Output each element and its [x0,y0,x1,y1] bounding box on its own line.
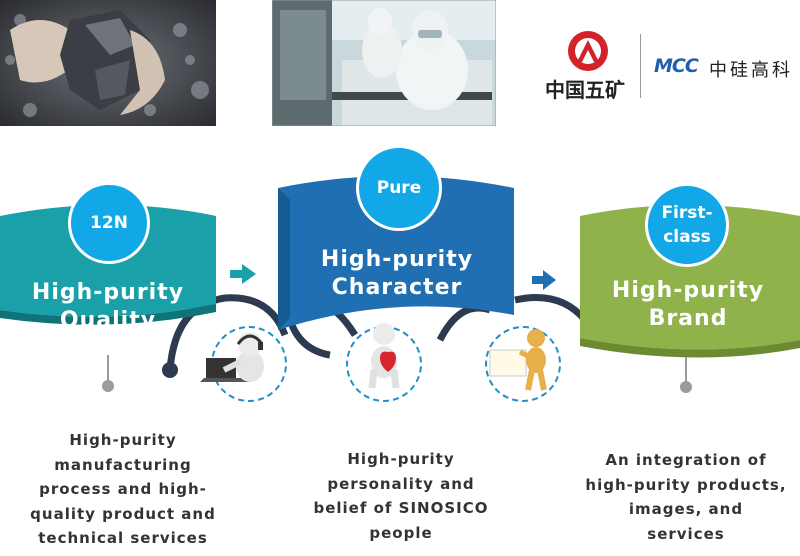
quality-title-line2: Quality [59,308,157,333]
quality-desc-line: quality product and [30,504,216,523]
badge-pure: Pure [356,145,442,231]
character-banner [278,176,514,330]
minmetals-name: 中国五矿 [545,78,625,102]
logo-divider [640,34,641,98]
arrow-right-icon [230,264,256,284]
brand-title-line1: High-purity [611,278,765,303]
quality-pin [102,380,114,392]
badge-first-class-line2: class [663,227,711,247]
quality-desc-line: technical services [38,529,208,547]
brand-desc-line: images, and [628,500,744,518]
arrow-right-icon [532,270,556,290]
brand-pin [680,381,692,393]
brand-desc-line: An integration of [605,451,767,469]
brand-title: High-purity Brand [590,277,786,333]
badge-first-class: First- class [645,183,729,267]
character-title: High-purity Character [292,246,502,302]
character-desc-line: personality and [327,474,475,493]
quality-title-line1: High-purity [31,280,185,305]
quality-title: High-purity Quality [10,279,206,335]
brand-title-line2: Brand [648,306,728,331]
mcc-logo: MCC 中硅高科 [654,55,800,81]
minmetals-emblem [568,31,608,71]
character-title-line2: Character [331,275,463,300]
mcc-name: 中硅高科 [709,60,793,81]
character-desc-line: High-purity [347,450,455,468]
badge-first-class-line1: First- [661,203,713,223]
quality-desc-line: High-purity [69,431,177,449]
lab-workers-photo [272,0,496,126]
minmetals-logo: 中国五矿 [545,30,637,102]
quality-desc-line: process and high- [39,480,207,498]
brand-banner [580,205,800,358]
worker-at-laptop-icon [200,332,264,382]
character-desc-line: people [369,523,433,542]
badge-12n: 12N [68,182,150,264]
character-title-line1: High-purity [320,247,474,272]
brand-desc-line: high-purity products, [585,475,787,494]
quality-desc-line: manufacturing [54,455,192,474]
character-description: High-purity personality and belief of SI… [295,447,507,545]
mcc-mark: MCC [654,55,699,77]
silicon-chunk-photo [0,0,216,126]
figure-with-board-icon [489,329,547,391]
quality-pin-line [107,355,109,383]
figure-with-heart-icon [368,323,400,389]
quality-description: High-purity manufacturing process and hi… [15,428,231,551]
brand-description: An integration of high-purity products, … [574,448,798,546]
character-desc-line: belief of SINOSICO [313,499,489,517]
brand-desc-line: services [647,524,725,543]
brand-pin-line [685,357,687,385]
